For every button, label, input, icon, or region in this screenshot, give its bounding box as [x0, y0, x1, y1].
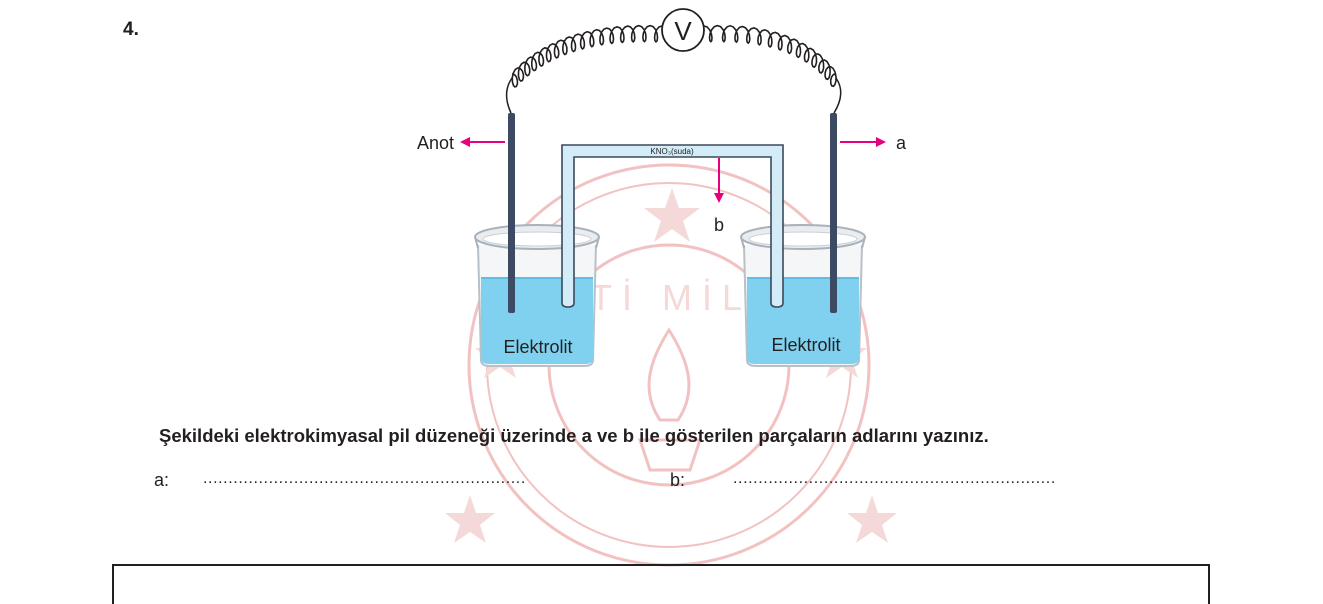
- left-electrolyte-label: Elektrolit: [503, 337, 572, 357]
- right-electrolyte-label: Elektrolit: [771, 335, 840, 355]
- electrochemical-cell-diagram: ETİ MİLL V KNO₃(suda): [417, 8, 907, 567]
- wire: [505, 77, 842, 114]
- answer-a-label: a:: [154, 470, 170, 490]
- answer-box[interactable]: [112, 564, 1210, 604]
- answer-a-field[interactable]: ........................................…: [203, 470, 526, 487]
- salt-bridge-label: KNO₃(suda): [650, 147, 694, 156]
- label-b: b: [714, 215, 724, 235]
- left-electrode: [508, 113, 515, 313]
- coiled-wire-right: [703, 24, 837, 88]
- answer-b-field[interactable]: ........................................…: [733, 470, 1056, 487]
- salt-bridge: KNO₃(suda): [561, 144, 784, 308]
- answer-b-label: b:: [670, 470, 686, 490]
- anode-label: Anot: [417, 133, 454, 153]
- question-number: 4.: [123, 19, 139, 40]
- label-a: a: [896, 133, 907, 153]
- voltmeter: V: [661, 8, 705, 52]
- coiled-wire-left: [511, 24, 663, 88]
- voltmeter-symbol: V: [674, 16, 692, 46]
- arrows: [460, 137, 886, 203]
- question-text: Şekildeki elektrokimyasal pil düzeneği ü…: [159, 425, 989, 446]
- right-electrode: [830, 113, 837, 313]
